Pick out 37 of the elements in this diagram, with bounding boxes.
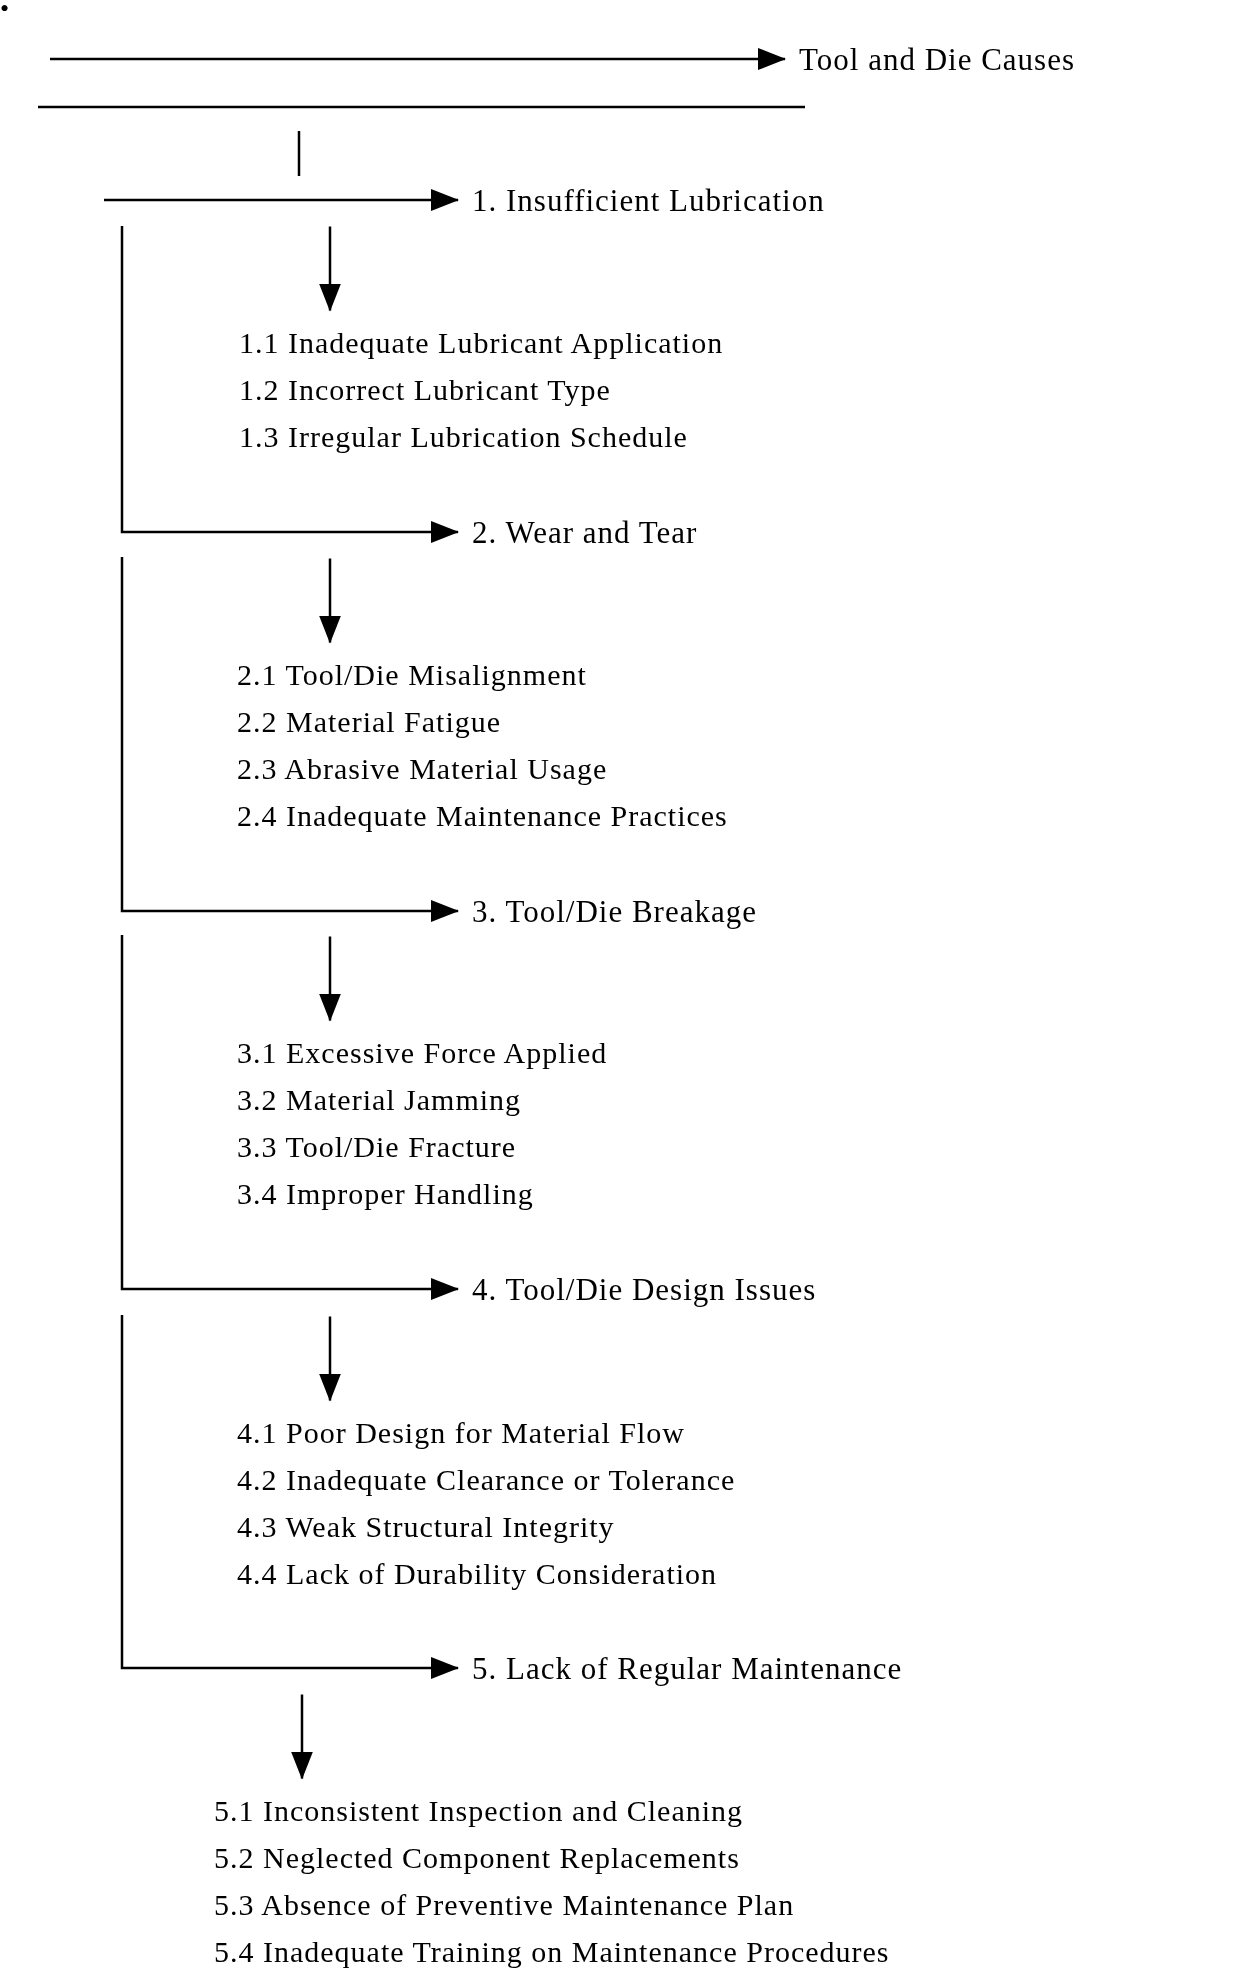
sub-cause-text: 2.4 Inadequate Maintenance Practices bbox=[237, 797, 728, 834]
sub-cause-text: 1.3 Irregular Lubrication Schedule bbox=[239, 418, 689, 455]
arrow bbox=[104, 189, 459, 211]
arrow bbox=[120, 1315, 459, 1679]
arrow bbox=[319, 936, 341, 1022]
arrow bbox=[319, 226, 341, 312]
arrow bbox=[120, 557, 459, 922]
bullet-mark: • bbox=[0, 0, 10, 24]
sub-cause-text: 3.3 Tool/Die Fracture bbox=[237, 1128, 518, 1165]
cause-heading: 3. Tool/Die Breakage bbox=[472, 892, 757, 931]
sub-cause-text: 5.3 Absence of Preventive Maintenance Plan bbox=[214, 1886, 796, 1923]
cause-heading: Tool and Die Causes bbox=[799, 40, 1075, 79]
arrow bbox=[120, 935, 459, 1300]
sub-cause-text: 3.1 Excessive Force Applied bbox=[237, 1034, 608, 1071]
arrow bbox=[291, 1694, 313, 1780]
arrow bbox=[319, 558, 341, 644]
sub-cause-text: 4.3 Weak Structural Integrity bbox=[237, 1508, 616, 1545]
cause-heading: 2. Wear and Tear bbox=[472, 513, 698, 552]
sub-cause-text: 2.2 Material Fatigue bbox=[237, 703, 503, 740]
sub-cause-text: 5.4 Inadequate Training on Maintenance Procedures bbox=[214, 1933, 890, 1970]
cause-heading: 1. Insufficient Lubrication bbox=[472, 181, 825, 220]
cause-heading: 4. Tool/Die Design Issues bbox=[472, 1270, 817, 1309]
cause-heading: 5. Lack of Regular Maintenance bbox=[472, 1649, 903, 1688]
sub-cause-text: 5.2 Neglected Component Replacements bbox=[214, 1839, 741, 1876]
sub-cause-text: 4.2 Inadequate Clearance or Tolerance bbox=[237, 1461, 736, 1498]
arrow bbox=[319, 1316, 341, 1402]
sub-cause-text: 1.1 Inadequate Lubricant Application bbox=[239, 324, 724, 361]
sub-cause-text: 2.3 Abrasive Material Usage bbox=[237, 750, 609, 787]
sub-cause-text: 3.4 Improper Handling bbox=[237, 1175, 535, 1212]
sub-cause-text: 2.1 Tool/Die Misalignment bbox=[237, 656, 588, 693]
arrow bbox=[120, 226, 459, 543]
sub-cause-text: 5.1 Inconsistent Inspection and Cleaning bbox=[214, 1792, 745, 1829]
sub-cause-text: 4.4 Lack of Durability Consideration bbox=[237, 1555, 719, 1592]
arrow bbox=[50, 48, 786, 70]
sub-cause-text: 4.1 Poor Design for Material Flow bbox=[237, 1414, 686, 1451]
sub-cause-text: 3.2 Material Jamming bbox=[237, 1081, 523, 1118]
sub-cause-text: 1.2 Incorrect Lubricant Type bbox=[239, 371, 612, 408]
